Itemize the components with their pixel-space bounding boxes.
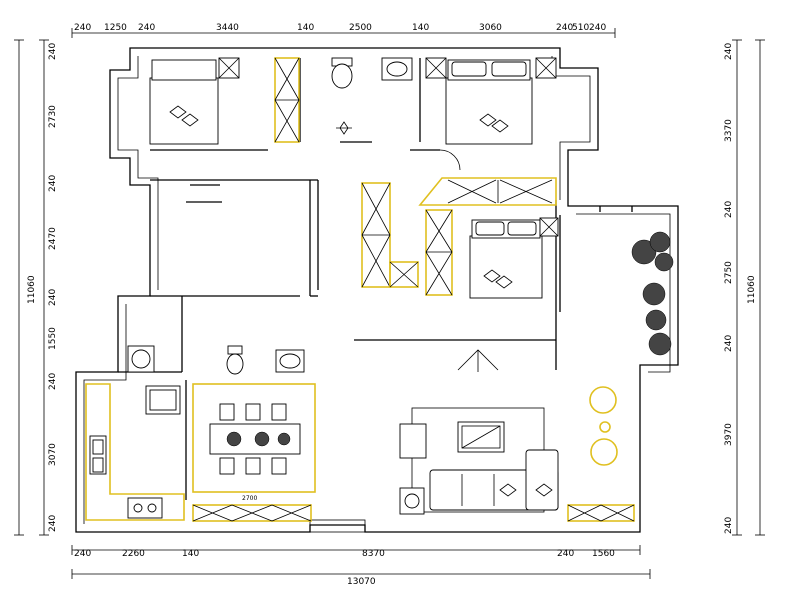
- wash-basin-2: [275, 349, 305, 373]
- dim-top-2: 240: [138, 23, 155, 33]
- cabinet-central-l: [361, 182, 453, 296]
- dim-top-6: 140: [412, 23, 429, 33]
- dim-top-4: 140: [297, 23, 314, 33]
- dim-left-8: 240: [48, 515, 58, 532]
- sofa: [429, 449, 559, 511]
- dining-cabinet: [192, 383, 316, 493]
- dining-table: [209, 403, 301, 475]
- dim-top-3: 3440: [216, 23, 239, 33]
- armchair: [399, 423, 427, 459]
- dim-right-2: 240: [724, 201, 734, 218]
- dim-bottom-1: 2260: [122, 549, 145, 559]
- dim-left-7: 3070: [48, 443, 58, 466]
- furniture: 2700: [89, 57, 674, 519]
- balcony-cabinet: [567, 504, 635, 522]
- dim-bottom-5: 1560: [592, 549, 615, 559]
- dim-left-6: 240: [48, 373, 58, 390]
- dim-bottom-3: 8370: [362, 549, 385, 559]
- dim-right-6: 240: [724, 517, 734, 534]
- tv-cabinet: [192, 504, 312, 522]
- dim-top-0: 240: [74, 23, 91, 33]
- walls: [75, 47, 679, 533]
- toilet: [331, 57, 353, 89]
- dim-top-1: 1250: [104, 23, 127, 33]
- kitchen-counter: [85, 383, 185, 521]
- bed-bedroom-3: [425, 57, 557, 145]
- coffee-table: [457, 421, 505, 453]
- built-in-cabinets: [85, 57, 635, 522]
- dim-left-3: 2470: [48, 227, 58, 250]
- dim-top-10: 240: [589, 23, 606, 33]
- dim-top-8: 240: [556, 23, 573, 33]
- round-table-2: [590, 438, 618, 466]
- dim-top-5: 2500: [349, 23, 372, 33]
- washing-machine: [127, 345, 155, 373]
- kitchen-sink: [89, 435, 107, 475]
- toilet-2: [226, 345, 244, 375]
- bottom-dimensions: 240 2260 140 8370 240 1560 13070: [74, 549, 615, 587]
- top-dimensions: 240 1250 240 3440 140 2500 140 3060 240 …: [74, 23, 606, 33]
- table-dimension-label: 2700: [242, 495, 257, 502]
- dimension-lines: [14, 28, 765, 579]
- bed-bedroom-1: [149, 57, 240, 145]
- dim-right-overall: 11060: [747, 275, 757, 304]
- side-table: [399, 487, 425, 515]
- dim-left-5: 1550: [48, 327, 58, 350]
- round-table-3: [599, 421, 611, 433]
- bed-bedroom-2: [469, 217, 559, 299]
- right-dimensions: 240 3370 240 2750 240 3970 240 11060: [724, 43, 757, 534]
- shower-fixture: [336, 121, 352, 135]
- dim-right-1: 3370: [724, 119, 734, 142]
- dim-right-3: 2750: [724, 261, 734, 284]
- dim-top-9: 510: [572, 23, 589, 33]
- dim-right-5: 3970: [724, 423, 734, 446]
- dim-left-overall: 11060: [27, 275, 37, 304]
- dim-bottom-4: 240: [557, 549, 574, 559]
- wardrobe-bedroom-2: [418, 177, 557, 206]
- dim-top-7: 3060: [479, 23, 502, 33]
- round-table-1: [589, 386, 617, 414]
- dim-bottom-2: 140: [182, 549, 199, 559]
- dim-right-0: 240: [724, 43, 734, 60]
- stove: [127, 497, 163, 519]
- dim-bottom-0: 240: [74, 549, 91, 559]
- fridge: [145, 385, 181, 415]
- dim-left-2: 240: [48, 175, 58, 192]
- dim-left-4: 240: [48, 289, 58, 306]
- dim-bottom-overall: 13070: [347, 577, 376, 587]
- dim-right-4: 240: [724, 335, 734, 352]
- dim-left-1: 2730: [48, 105, 58, 128]
- wash-basin: [381, 57, 413, 81]
- wardrobe-bedroom-1: [274, 57, 300, 143]
- balcony-plants: [631, 231, 674, 356]
- dim-left-0: 240: [48, 43, 58, 60]
- left-dimensions: 240 2730 240 2470 240 1550 240 3070 240 …: [27, 43, 58, 532]
